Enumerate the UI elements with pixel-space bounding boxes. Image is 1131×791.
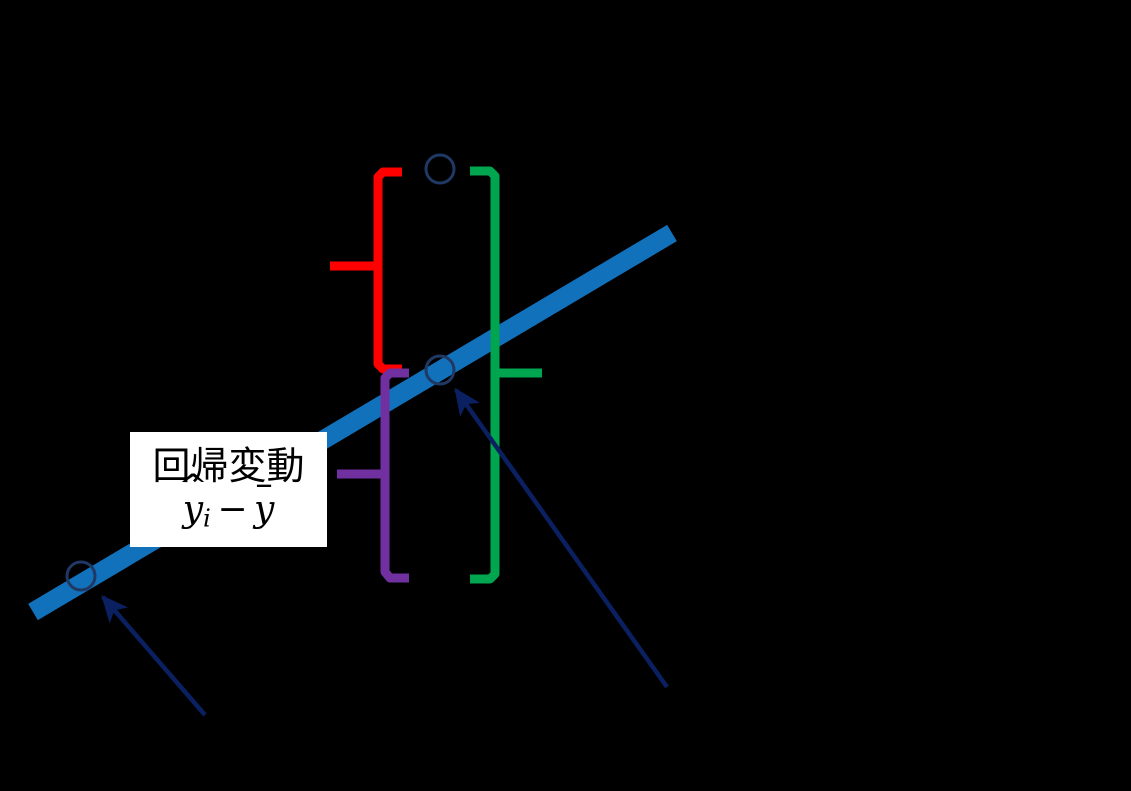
formula-term1-base: y (183, 489, 203, 530)
regression-variation-brace (337, 368, 409, 583)
formula-term1-subscript: i (203, 503, 211, 533)
regression-variation-label: 回帰変動 yi−y (130, 432, 327, 547)
formula-operator: − (217, 489, 248, 531)
fitted-point-lower-left (65, 560, 97, 592)
arrow-to-fitted-point (454, 387, 669, 689)
label-formula: yi−y (183, 489, 275, 533)
formula-term2-base: y (254, 489, 274, 530)
regression-line (28, 224, 677, 621)
total-variation-brace (330, 167, 402, 374)
fitted-point-middle (424, 354, 456, 386)
observed-point-upper (424, 153, 456, 185)
arrow-to-lower-left-point (101, 594, 207, 717)
label-title: 回帰変動 (152, 444, 305, 489)
full-range-brace (470, 166, 542, 584)
